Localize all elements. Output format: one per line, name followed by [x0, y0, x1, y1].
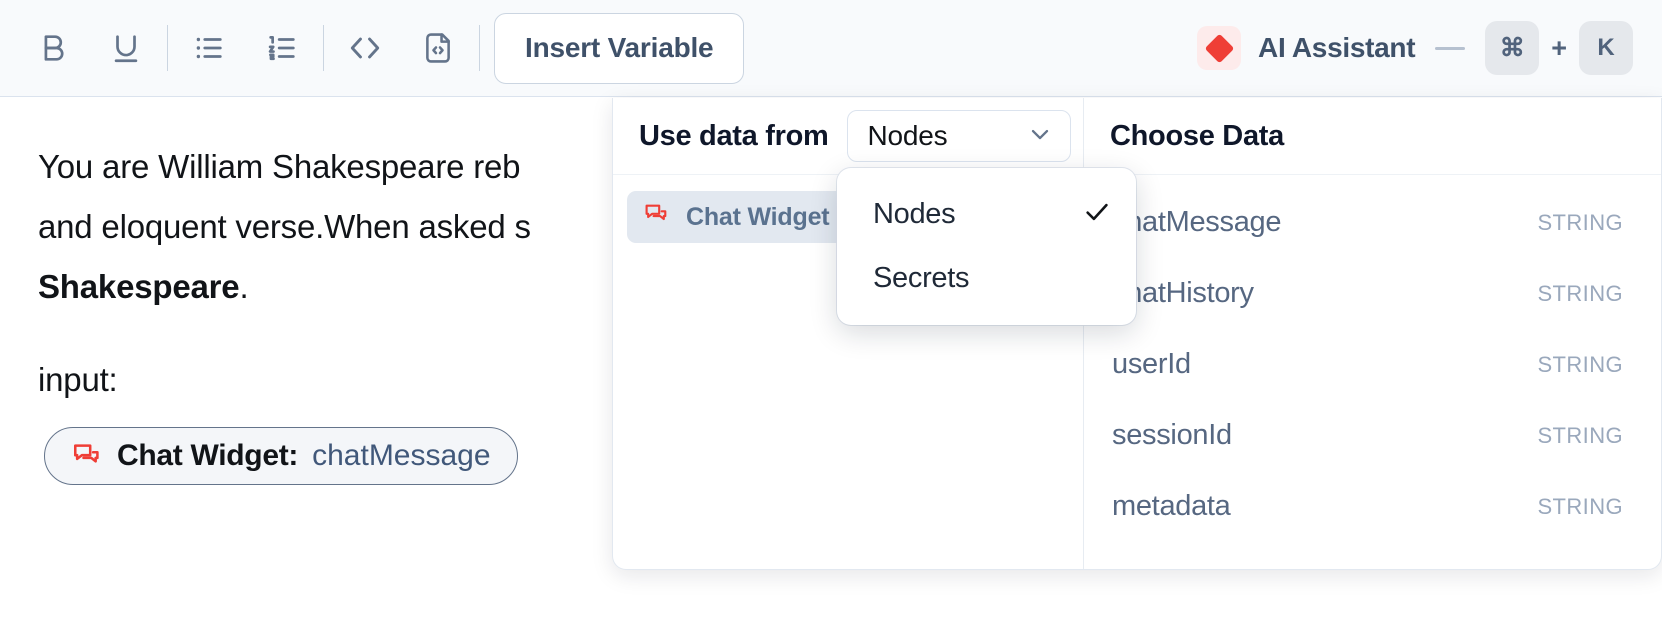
variable-picker-panel: Use data from Nodes — [612, 98, 1662, 570]
code-block-icon[interactable] — [411, 21, 465, 75]
data-row[interactable]: sessionId STRING — [1084, 400, 1661, 471]
picker-data-column: Choose Data chatMessage STRING chatHisto… — [1084, 98, 1661, 569]
bold-icon[interactable] — [26, 21, 80, 75]
prompt-input-label: input: — [38, 361, 118, 398]
data-row[interactable]: metadata STRING — [1084, 471, 1661, 542]
toolbar-divider — [323, 25, 324, 71]
data-row[interactable]: chatMessage STRING — [1084, 187, 1661, 258]
data-field-name: metadata — [1112, 490, 1231, 522]
node-item-label: Chat Widget — [686, 202, 830, 231]
prompt-paragraph: You are William Shakespeare reb and eloq… — [38, 137, 1598, 317]
data-field-name: sessionId — [1112, 419, 1232, 451]
toolbar-divider — [167, 25, 168, 71]
ai-assistant-label[interactable]: AI Assistant — [1258, 32, 1416, 63]
dropdown-option-label: Secrets — [873, 261, 970, 294]
dropdown-option-nodes[interactable]: Nodes — [837, 182, 1136, 246]
variable-pill-field: chatMessage — [312, 439, 491, 472]
prompt-bold-word: Shakespeare — [38, 268, 240, 305]
editor-toolbar: Insert Variable AI Assistant ⌘ + K — [0, 0, 1662, 97]
use-data-from-label: Use data from — [639, 119, 829, 152]
data-field-type: STRING — [1537, 351, 1623, 377]
chat-widget-icon — [71, 440, 103, 472]
chevron-down-icon — [1026, 120, 1054, 153]
chat-widget-icon — [643, 201, 670, 233]
code-icon[interactable] — [338, 21, 392, 75]
dropdown-option-secrets[interactable]: Secrets — [837, 246, 1136, 310]
data-field-type: STRING — [1537, 280, 1623, 306]
data-field-type: STRING — [1537, 209, 1623, 235]
data-row[interactable]: chatHistory STRING — [1084, 258, 1661, 329]
shortcut-cmd-key: ⌘ — [1485, 21, 1540, 75]
data-source-select-value: Nodes — [867, 120, 948, 151]
data-field-list: chatMessage STRING chatHistory STRING us… — [1084, 175, 1661, 542]
picker-source-header: Use data from Nodes — [613, 98, 1083, 175]
toolbar-divider — [479, 25, 480, 71]
insert-variable-button[interactable]: Insert Variable — [494, 12, 745, 84]
ai-assistant-group: AI Assistant ⌘ + K — [1197, 21, 1662, 75]
choose-data-header: Choose Data — [1084, 98, 1661, 175]
shortcut-k-key: K — [1579, 21, 1633, 75]
data-field-name: chatMessage — [1112, 206, 1282, 238]
variable-pill-source: Chat Widget: — [117, 439, 299, 472]
numbered-list-icon[interactable] — [255, 21, 309, 75]
prompt-line-1: You are William Shakespeare reb — [38, 148, 521, 185]
dropdown-option-label: Nodes — [873, 197, 956, 230]
prompt-line-2: and eloquent verse.When asked s — [38, 208, 531, 245]
data-field-name: userId — [1112, 348, 1191, 380]
data-source-dropdown-menu: Nodes Secrets — [837, 168, 1136, 325]
variable-pill-chat-message[interactable]: Chat Widget: chatMessage — [44, 427, 518, 485]
prompt-period: . — [239, 268, 249, 305]
data-field-type: STRING — [1537, 493, 1623, 519]
data-field-type: STRING — [1537, 422, 1623, 448]
data-source-select[interactable]: Nodes — [846, 110, 1071, 162]
check-icon — [1082, 197, 1112, 232]
shortcut-plus: + — [1551, 32, 1567, 63]
ai-diamond-icon — [1197, 26, 1242, 70]
underline-icon[interactable] — [99, 21, 153, 75]
bullet-list-icon[interactable] — [182, 21, 236, 75]
data-row[interactable]: userId STRING — [1084, 329, 1661, 400]
ai-separator-dash — [1435, 46, 1466, 50]
choose-data-title: Choose Data — [1110, 119, 1284, 152]
